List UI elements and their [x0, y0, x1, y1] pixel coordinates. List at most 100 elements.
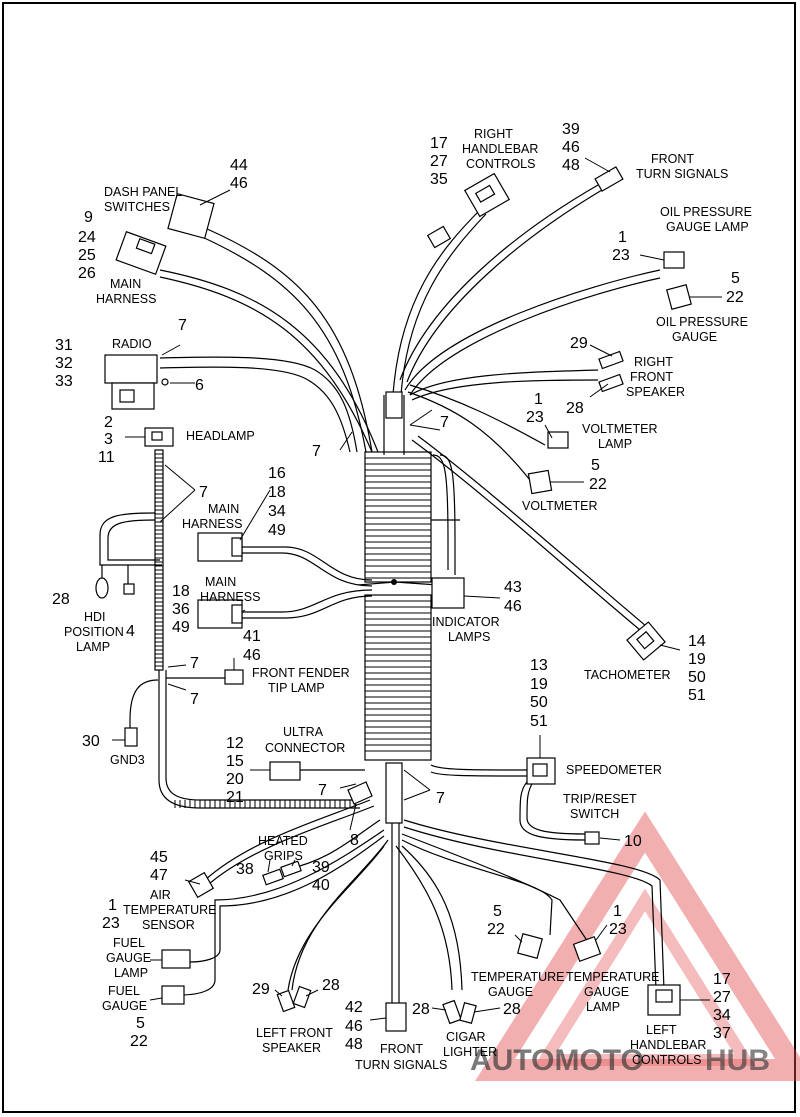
label-temp-gauge-2: GAUGE [488, 985, 533, 999]
fuel-gauge-lamp-socket [161, 949, 191, 969]
label-trip-2: SWITCH [570, 807, 619, 821]
num-oil-gauge-1: 5 [731, 270, 740, 287]
label-rhc-3: CONTROLS [466, 157, 535, 171]
num-air-temp-1: 45 [150, 849, 168, 866]
watermark-text-left: AUTOMOTO [470, 1044, 644, 1077]
num-fuel-lamp-1: 1 [108, 897, 117, 914]
num-oil-lamp-2: 23 [612, 247, 630, 264]
fender-tip-lamp-connector [224, 669, 244, 685]
num-ultra-3: 20 [226, 771, 244, 788]
fuel-gauge-terminal [161, 985, 185, 1005]
label-heated-grips-1: HEATED [258, 834, 308, 848]
label-fts-top-1: FRONT [651, 152, 694, 166]
oil-pressure-gauge-terminal [666, 284, 692, 310]
num-temp-lamp-2: 23 [609, 921, 627, 938]
num-rf-speaker-bottom: 28 [566, 400, 584, 417]
num-cigar-left: 28 [412, 1001, 430, 1018]
num-temp-lamp-1: 1 [613, 903, 622, 920]
text-labels: 44 46 DASH PANEL SWITCHES 9 24 25 26 MAI… [52, 121, 752, 1072]
num-rhc-3: 35 [430, 171, 448, 188]
label-lf-speaker-2: SPEAKER [262, 1041, 321, 1055]
num-volt-lamp-1: 1 [534, 391, 543, 408]
num-air-temp-2: 47 [150, 867, 168, 884]
radio-part [104, 354, 169, 410]
watermark-text-right: HUB [705, 1044, 770, 1077]
speedometer-connector [526, 757, 556, 785]
label-main-harness-mid2-2: HARNESS [200, 590, 260, 604]
label-volt-lamp-2: LAMP [598, 437, 632, 451]
label-fender-lamp-2: TIP LAMP [268, 681, 325, 695]
num-speedo-3: 50 [530, 694, 548, 711]
num-volt-lamp-2: 23 [526, 409, 544, 426]
num-main-harness-top-1: 9 [84, 209, 93, 226]
num-voltmeter-2: 22 [589, 476, 607, 493]
label-dash-panel-2: SWITCHES [104, 200, 170, 214]
label-fuel-lamp-3: LAMP [114, 966, 148, 980]
label-hdi-1: HDI [84, 610, 106, 624]
oil-pressure-lamp-socket [663, 251, 685, 269]
num-fts-bottom-2: 46 [345, 1018, 363, 1035]
label-dash-panel-1: DASH PANEL [104, 185, 182, 199]
label-headlamp: HEADLAMP [186, 429, 255, 443]
num-headlamp-3: 11 [98, 449, 115, 466]
num-ultra-1: 12 [226, 735, 244, 752]
label-hdi-3: LAMP [76, 640, 110, 654]
num-fts-bottom-1: 42 [345, 999, 363, 1016]
label-oil-gauge-1: OIL PRESSURE [656, 315, 748, 329]
num-main-harness-mid2-3: 49 [172, 619, 190, 636]
label-main-harness-top-2: HARNESS [96, 292, 156, 306]
num-radio-3: 33 [55, 373, 73, 390]
num-gnd3: 30 [82, 733, 100, 750]
num-fts-bottom-3: 48 [345, 1036, 363, 1053]
num-dash-panel-1: 44 [230, 157, 248, 174]
num-hdi-bulb: 4 [126, 623, 135, 640]
label-gnd3: GND3 [110, 753, 145, 767]
label-indicator-1: INDICATOR [432, 615, 500, 629]
num-lf-speaker-left: 29 [252, 981, 270, 998]
label-rf-speaker-3: SPEAKER [626, 385, 685, 399]
num-main-harness-mid2-1: 18 [172, 583, 190, 600]
num-indicator-1: 43 [504, 579, 522, 596]
leader-lines [112, 157, 722, 1021]
num-hdi-lamp: 28 [52, 591, 70, 608]
num-rhc-1: 17 [430, 135, 448, 152]
label-oil-lamp-2: GAUGE LAMP [666, 220, 749, 234]
num-lower-clips-right: 7 [436, 790, 445, 807]
label-heated-grips-2: GRIPS [264, 849, 303, 863]
label-cigar-2: LIGHTER [443, 1045, 497, 1059]
label-hdi-2: POSITION [64, 625, 124, 639]
components [95, 166, 692, 1032]
label-rf-speaker-2: FRONT [630, 370, 673, 384]
trip-reset-switch-part [584, 831, 600, 845]
num-tach-1: 14 [688, 633, 706, 650]
label-main-harness-mid1-1: MAIN [208, 502, 239, 516]
num-harness-clip-center: 7 [312, 443, 321, 460]
num-speedo-4: 51 [530, 713, 548, 730]
label-oil-lamp-1: OIL PRESSURE [660, 205, 752, 219]
tachometer-connector [626, 621, 666, 661]
num-heated-grips-right-1: 39 [312, 859, 330, 876]
num-tach-2: 19 [688, 651, 706, 668]
label-fts-bottom-1: FRONT [380, 1042, 423, 1056]
num-fuel-gauge-2: 22 [130, 1033, 148, 1050]
label-trip-1: TRIP/RESET [563, 792, 637, 806]
num-radio-2: 32 [55, 355, 73, 372]
label-radio: RADIO [112, 337, 152, 351]
num-voltmeter-1: 5 [591, 457, 600, 474]
label-temp-gauge-1: TEMPERATURE [471, 970, 565, 984]
label-lhc-3: CONTROLS [632, 1053, 701, 1067]
num-speedo-1: 13 [530, 657, 548, 674]
num-main-harness-top-4: 26 [78, 265, 96, 282]
indicator-lamps-part [431, 577, 465, 609]
right-handlebar-connector [426, 172, 511, 249]
num-upper-clips-right: 7 [440, 414, 449, 431]
num-oil-gauge-2: 22 [726, 289, 744, 306]
label-volt-lamp-1: VOLTMETER [582, 422, 657, 436]
num-temp-gauge-2: 22 [487, 921, 505, 938]
left-harness [99, 449, 360, 809]
label-cigar-1: CIGAR [446, 1030, 486, 1044]
front-turn-signals-bottom-connector [385, 1002, 407, 1032]
num-heated-grips-left: 38 [236, 861, 254, 878]
num-dash-panel-2: 46 [230, 175, 248, 192]
